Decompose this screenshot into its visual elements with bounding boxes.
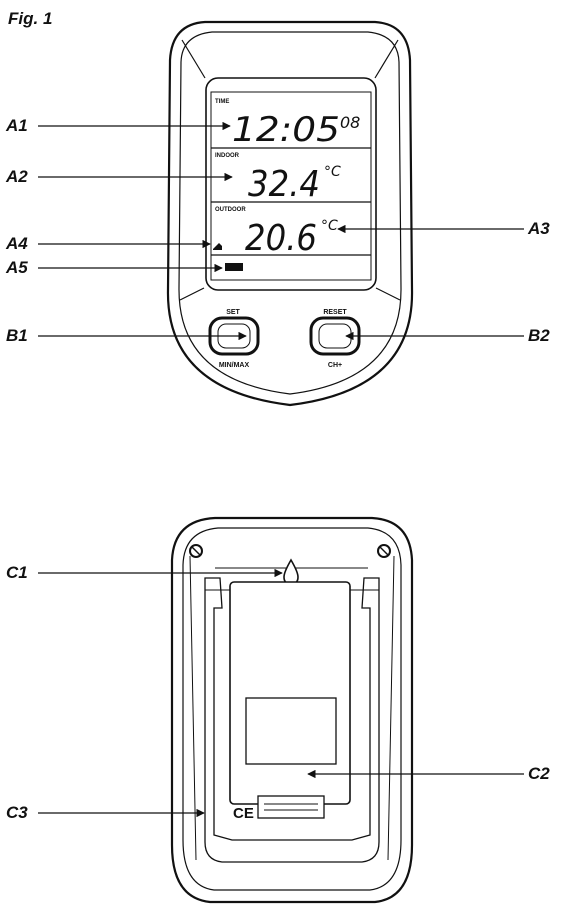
- lcd-outdoor-value: 20.6: [245, 218, 317, 259]
- figure-label: Fig. 1: [8, 9, 52, 28]
- front-view: TIME 12:05 08 INDOOR 32.4 °C OUTDOOR 20.…: [166, 20, 414, 407]
- front-callouts: A1 A2 A3 A4 A5 B1 B2: [5, 116, 550, 345]
- lcd-indoor-unit: °C: [324, 164, 341, 180]
- battery-cover: [229, 581, 351, 805]
- callout-c3: C3: [6, 803, 28, 822]
- callout-c2: C2: [528, 764, 550, 783]
- signal-icon: [213, 243, 222, 250]
- front-bevel: [178, 31, 402, 395]
- back-view: CE: [170, 516, 414, 904]
- lcd-outdoor-label: OUTDOOR: [215, 207, 246, 213]
- callout-a5: A5: [5, 258, 28, 277]
- callout-a3: A3: [527, 219, 550, 238]
- low-battery-indicator: [225, 263, 243, 271]
- set-label: SET: [226, 309, 240, 316]
- screw-left-slot: [191, 546, 201, 556]
- reset-label: RESET: [323, 309, 347, 316]
- back-callouts: C1 C2 C3: [6, 563, 550, 822]
- lcd-inner: [210, 91, 372, 281]
- battery-cover-latch: [257, 795, 325, 819]
- lcd-indoor-label: INDOOR: [215, 153, 240, 159]
- bezel-line: [375, 287, 401, 301]
- callout-c1: C1: [6, 563, 28, 582]
- callout-b2: B2: [528, 326, 550, 345]
- back-housing-rim: [189, 555, 395, 861]
- lcd-time-label: TIME: [215, 99, 229, 105]
- ch-label: CH+: [328, 362, 342, 369]
- bezel-line: [179, 287, 205, 301]
- minmax-label: MIN/MAX: [219, 362, 250, 369]
- callout-b1: B1: [6, 326, 28, 345]
- callout-a2: A2: [5, 167, 28, 186]
- screw-right-slot: [379, 546, 389, 556]
- battery-cover-label-area: [245, 697, 337, 765]
- back-housing-inner: [182, 527, 402, 891]
- callout-a4: A4: [5, 234, 28, 253]
- lcd-time-value: 12:05: [232, 110, 340, 150]
- lcd-indoor-value: 32.4: [248, 164, 320, 205]
- lcd-time-seconds: 08: [340, 113, 360, 132]
- callout-a1: A1: [5, 116, 28, 135]
- ce-mark: CE: [233, 805, 254, 822]
- stand-frame: [204, 577, 380, 863]
- bezel-line: [374, 39, 399, 79]
- bezel-line: [181, 39, 206, 79]
- lcd-outdoor-unit: °C: [321, 218, 338, 234]
